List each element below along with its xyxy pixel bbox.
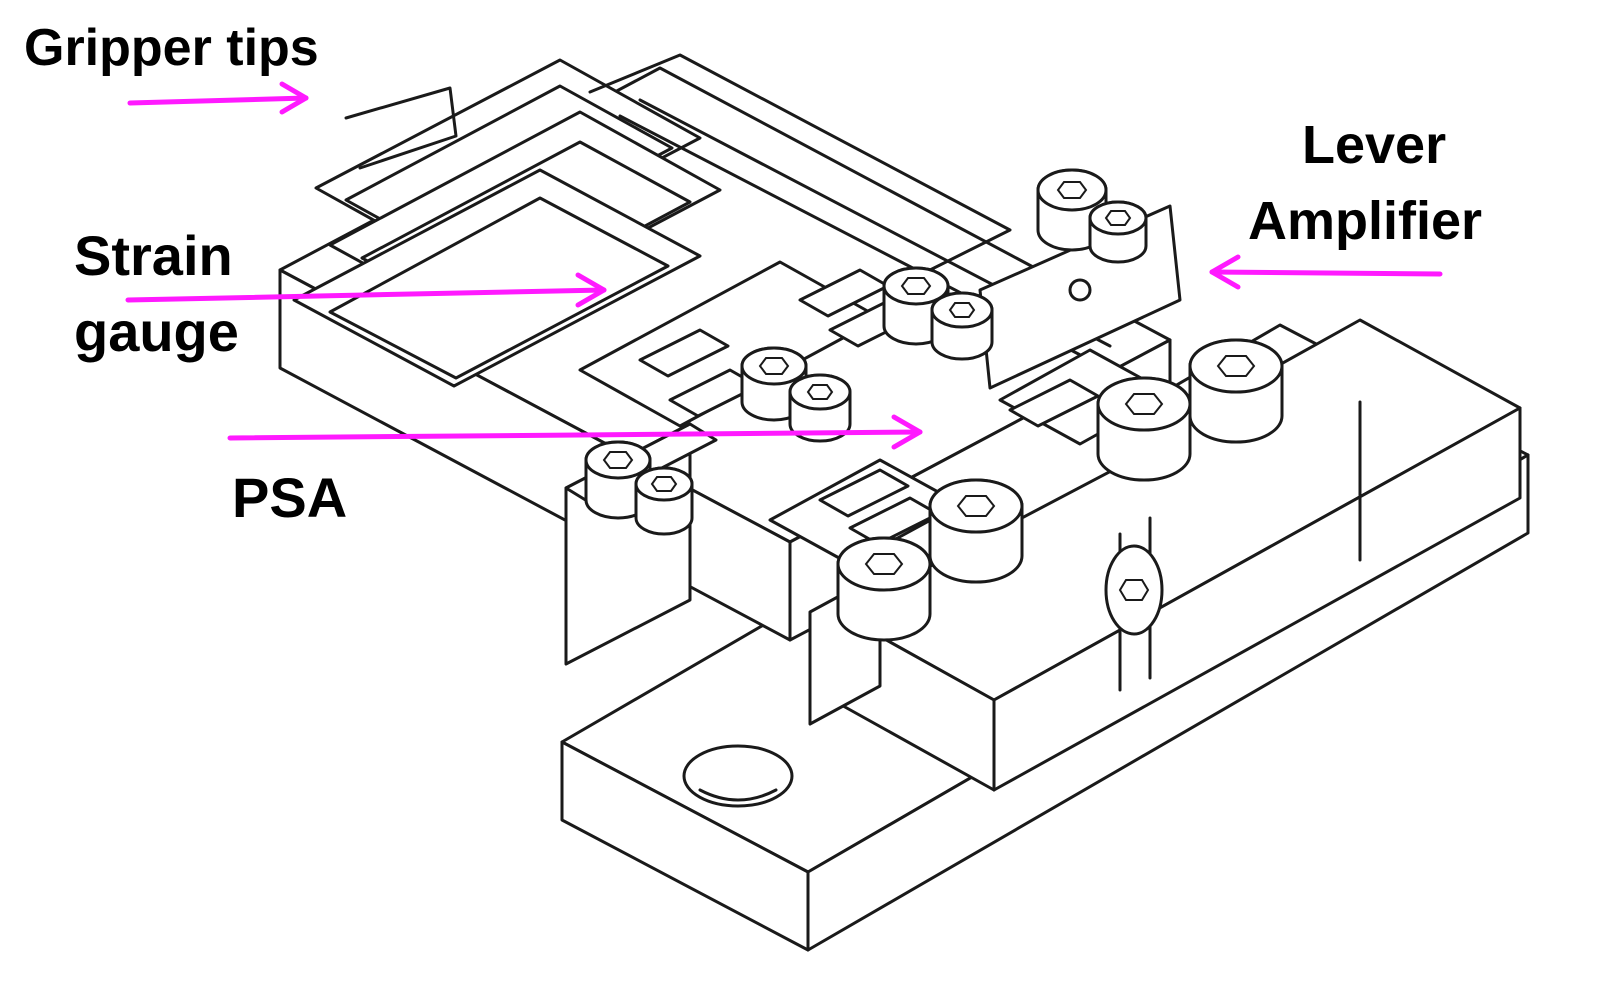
arrow-psa xyxy=(227,414,923,450)
screw xyxy=(1188,338,1284,444)
screw xyxy=(1104,544,1164,636)
arrow-lever-amplifier xyxy=(1209,254,1443,290)
screws xyxy=(584,168,1284,642)
screw xyxy=(928,478,1024,584)
screw xyxy=(1096,376,1192,482)
screw xyxy=(634,466,694,536)
screw xyxy=(1088,200,1148,264)
screw xyxy=(584,440,652,520)
label-strain-gauge-line1: Strain xyxy=(74,224,233,287)
label-gripper-tips: Gripper tips xyxy=(24,19,319,77)
label-lever-amplifier-line1: Lever xyxy=(1302,115,1447,175)
label-lever-amplifier-line2: Amplifier xyxy=(1248,191,1483,251)
screw xyxy=(836,536,932,642)
annotation-arrows xyxy=(125,81,1443,450)
label-strain-gauge-line2: gauge xyxy=(74,300,239,363)
mounting-hole-left xyxy=(682,744,794,808)
screw xyxy=(788,373,852,443)
arrow-strain-gauge xyxy=(125,272,607,308)
arrow-gripper-tips xyxy=(127,81,309,115)
screw xyxy=(930,291,994,361)
label-psa: PSA xyxy=(232,466,348,529)
